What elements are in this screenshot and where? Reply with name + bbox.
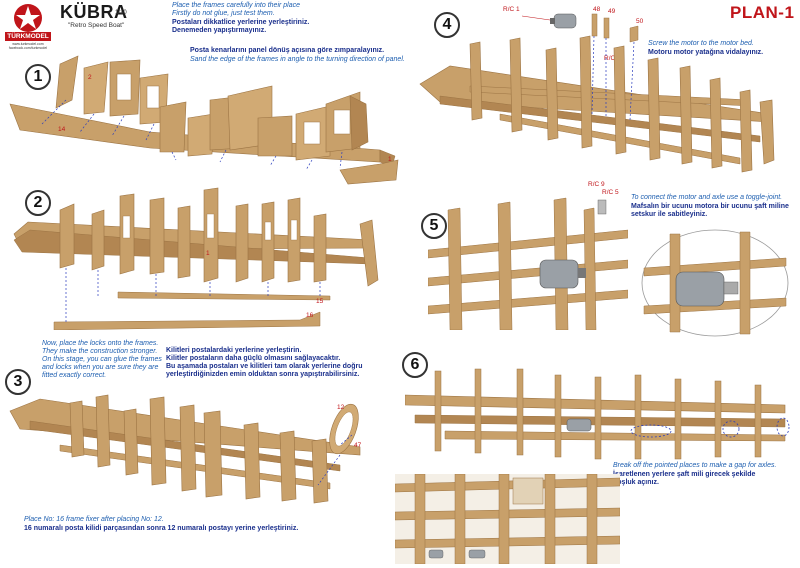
step-3-illustration — [9, 394, 361, 504]
step-1-part-14: 14 — [58, 126, 66, 133]
step-5-number: 5 — [421, 213, 447, 239]
step-4-en: Screw the motor to the motor bed. — [648, 40, 754, 47]
step-5-en: To connect the motor and axle use a togg… — [631, 194, 783, 201]
intro-en-2: Firstly do not glue, just test them. — [172, 10, 275, 17]
step-3-part-12: 12 — [337, 404, 345, 411]
step-4-part-49: 49 — [608, 8, 616, 15]
step-4-number: 4 — [434, 12, 460, 38]
brand-logo: TÜRKMODEL www.turkmodel.com facebook.com… — [2, 2, 54, 50]
step-4-part-50: 50 — [636, 18, 644, 25]
model-scale: 1/10 — [115, 10, 127, 16]
model-subtitle: "Retro Speed Boat" — [68, 22, 125, 29]
step-2-part-16: 16 — [306, 312, 314, 319]
step-2-part-1: 1 — [206, 250, 210, 257]
step-4-part-48: 48 — [593, 6, 601, 13]
step-3-tr-2: Kilitler postaların daha güçlü olmasını … — [166, 355, 341, 362]
step-5-tr-1: Mafsalın bir ucunu motora bir ucunu şaft… — [631, 203, 789, 210]
step-3-bottom-en: Place No: 16 frame fixer after placing N… — [24, 516, 164, 523]
intro-tr-2: Denemeden yapıştırmayınız. — [172, 27, 267, 34]
step-3-en-5: fitted exactly correct. — [42, 372, 107, 379]
step-3-en-1: Now, place the locks onto the frames. — [42, 340, 159, 347]
step-1-tr: Posta kenarlarını panel dönüş açısına gö… — [190, 47, 385, 54]
step-6-tr-1: İşaretlenen yerlere şaft mili girecek şe… — [613, 471, 756, 478]
step-4-tr: Motoru motor yatağına vidalayınız. — [648, 49, 764, 56]
step-6-illustration-top — [405, 368, 790, 460]
step-1-en: Sand the edge of the frames in angle to … — [190, 56, 405, 63]
star-logo-icon — [5, 4, 51, 41]
step-3-en-2: They make the construction stronger. — [42, 348, 158, 355]
step-3-tr-3: Bu aşamada postaları ve kilitleri tam ol… — [166, 363, 363, 370]
step-2-part-15: 15 — [316, 298, 324, 305]
step-5-illustration-left — [428, 197, 628, 330]
step-3-en-4: and locks when you are sure they are — [42, 364, 159, 371]
step-5-tr-2: setskur ile sabitleyiniz. — [631, 211, 708, 218]
step-6-tr-2: boşluk açınız. — [613, 479, 659, 486]
step-6-number: 6 — [402, 352, 428, 378]
step-4-rc1: R/C 1 — [503, 6, 520, 13]
step-5-illustration-right — [641, 229, 789, 337]
step-5-rc5: R/C 5 — [602, 189, 619, 196]
step-1-part-1: 1 — [388, 156, 392, 163]
step-5-rc9: R/C 9 — [588, 181, 605, 188]
step-1-part-2: 2 — [88, 74, 92, 81]
brand-site: www.turkmodel.com — [12, 42, 44, 46]
step-3-tr-4: yerleştirdiğinizden emin olduktan sonra … — [166, 371, 360, 378]
step-2-illustration — [13, 187, 379, 330]
brand-facebook: facebook.com/turkmodel — [8, 46, 48, 50]
plan-label: PLAN-1 — [730, 3, 795, 22]
step-3-en-3: On this stage, you can glue the frames — [42, 356, 162, 363]
step-3-number: 3 — [5, 369, 31, 395]
step-4-illustration — [419, 13, 775, 173]
intro-en-1: Place the frames carefully into their pl… — [172, 2, 301, 9]
intro-tr-1: Postaları dikkatlice yerlerine yerleştir… — [172, 19, 310, 26]
step-4-rc6: R/C 6 — [604, 55, 621, 62]
step-3-bottom-tr: 16 numaralı posta kilidi parçasından son… — [24, 525, 299, 532]
step-2-number: 2 — [25, 190, 51, 216]
step-3-tr-1: Kilitleri postalardaki yerlerine yerleşt… — [166, 347, 302, 354]
step-1-illustration — [9, 55, 399, 185]
model-name: KÜBRA — [60, 2, 128, 22]
step-6-en: Break off the pointed places to make a g… — [613, 462, 777, 469]
step-6-illustration-detail — [395, 474, 620, 564]
step-1-number: 1 — [25, 64, 51, 90]
step-3-part-47: 47 — [354, 442, 362, 449]
brand-name: TÜRKMODEL — [7, 33, 49, 40]
